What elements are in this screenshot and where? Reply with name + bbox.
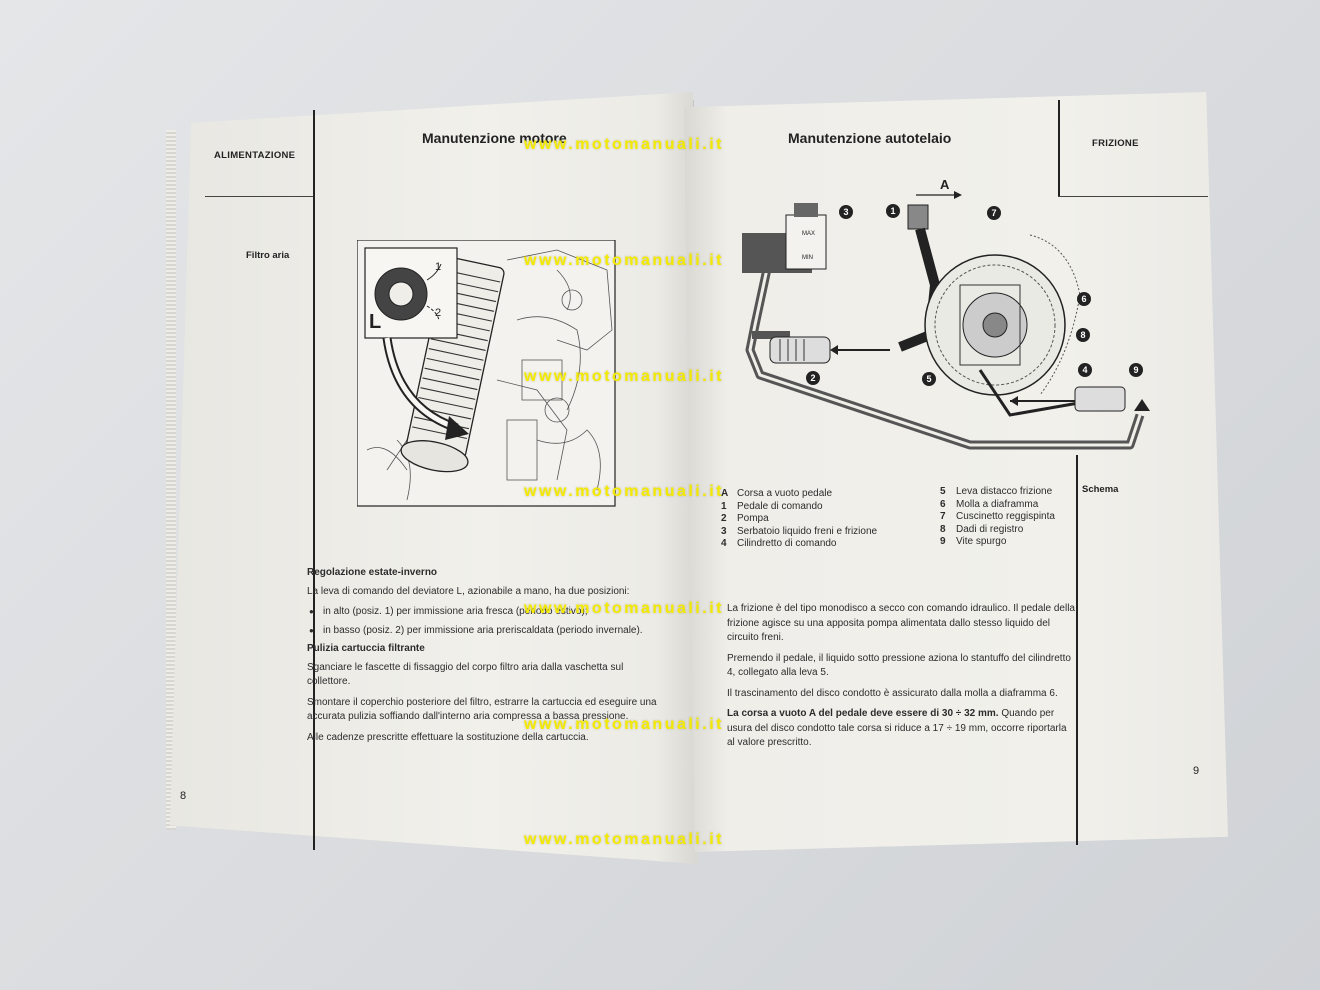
legend-item: 7 Cuscinetto reggispinta — [940, 511, 1070, 524]
figure-label-pos2: 2 — [435, 307, 441, 319]
legend-number: 5 — [940, 486, 946, 497]
legend-label: Cuscinetto reggispinta — [956, 511, 1055, 523]
left-page-section-rule — [205, 196, 313, 197]
figure-label-A: A — [940, 177, 950, 192]
watermark-text: www.motomanuali.it — [524, 368, 724, 385]
legend-number: 2 — [721, 513, 727, 525]
heading-summer-winter: Regolazione estate-inverno — [307, 567, 438, 578]
legend-number: 3 — [721, 525, 727, 537]
watermark-text: www.motomanuali.it — [524, 716, 724, 733]
legend-item: A Corsa a vuoto pedale — [721, 488, 931, 501]
legend-label: Pompa — [737, 513, 769, 525]
right-page-header-title: Manutenzione autotelaio — [788, 130, 952, 146]
legend-item: 3 Serbatoio liquido freni e frizione — [721, 526, 931, 539]
legend-number: 8 — [940, 523, 946, 535]
left-page-side-label: Filtro aria — [246, 250, 290, 261]
right-page-number: 9 — [1193, 765, 1200, 777]
legend-label: Dadi di registro — [956, 523, 1024, 535]
figure-label-lever: L — [369, 311, 381, 333]
legend-label: Corsa a vuoto pedale — [737, 488, 833, 499]
legend-item: 2 Pompa — [721, 513, 931, 526]
watermark-text: www.motomanuali.it — [524, 831, 724, 848]
watermark-text: www.motomanuali.it — [524, 252, 724, 269]
figure-label-min: MIN — [802, 255, 813, 261]
bullet-winter: in basso (posiz. 2) per immissione aria … — [307, 624, 665, 639]
legend-number: 6 — [940, 498, 946, 510]
svg-text:6: 6 — [1081, 294, 1086, 304]
figure-label-pos1: 1 — [435, 261, 441, 273]
left-page-body: Regolazione estate-inverno La leva di co… — [307, 562, 665, 751]
left-page-column-rule — [313, 110, 315, 850]
free-travel-note: Quando per usura del disco condotto tale… — [727, 708, 1067, 748]
paragraph-replace-cartridge: Alle cadenze prescritte effettuare la so… — [307, 731, 589, 743]
paragraph-lever-positions: La leva di comando del deviatore L, azio… — [307, 585, 630, 597]
legend-item: 4 Cilindretto di comando — [721, 538, 931, 551]
watermark-text: www.motomanuali.it — [524, 136, 724, 153]
legend-label: Leva distacco frizione — [956, 486, 1053, 497]
legend-item: 5 Leva distacco frizione — [940, 486, 1070, 499]
legend-number: 9 — [940, 536, 946, 548]
paragraph-free-travel: La corsa a vuoto A del pedale deve esser… — [727, 707, 1077, 751]
legend-right-column: 5 Leva distacco frizione 6 Molla a diafram… — [940, 486, 1070, 549]
svg-text:8: 8 — [1080, 330, 1085, 340]
legend-item: 1 Pedale di comando — [721, 501, 931, 514]
legend-label: Serbatoio liquido freni e frizione — [737, 525, 878, 537]
legend-item: 8 Dadi di registro — [940, 524, 1070, 537]
paragraph-pedal-pressure: Premendo il pedale, il liquido sotto pre… — [727, 652, 1071, 679]
paragraph-disc-drive: Il trascinamento del disco condotto è as… — [727, 687, 1058, 699]
right-page-column-rule — [1076, 455, 1078, 845]
clutch-schematic: MAX MIN A 3 1 7 6 8 2 5 4 9 — [742, 177, 1150, 450]
legend-item: 9 Vite spurgo — [940, 536, 1070, 549]
legend-label: Vite spurgo — [956, 536, 1007, 548]
legend-label: Cilindretto di comando — [737, 538, 837, 550]
legend-number: 4 — [721, 538, 727, 550]
svg-text:2: 2 — [810, 373, 815, 383]
svg-text:3: 3 — [843, 207, 848, 217]
paragraph-remove-cover: Smontare il coperchio posteriore del fil… — [307, 696, 657, 723]
legend-number: A — [721, 488, 729, 499]
watermark-text: www.motomanuali.it — [524, 483, 724, 500]
air-filter-illustration: 1 2 L — [357, 240, 616, 507]
free-travel-spec: La corsa a vuoto A del pedale deve esser… — [727, 708, 999, 719]
legend-item: 6 Molla a diaframma — [940, 499, 1070, 512]
paragraph-unhook-clips: Sganciare le fascette di fissaggio del c… — [307, 661, 624, 688]
legend-label: Molla a diaframma — [956, 498, 1039, 510]
svg-text:1: 1 — [890, 206, 895, 216]
left-page-header-title: Manutenzione motore — [422, 130, 567, 146]
svg-text:9: 9 — [1133, 365, 1138, 375]
page-edges — [166, 130, 176, 830]
right-page-body: La frizione è del tipo monodisco a secco… — [727, 602, 1077, 757]
left-page-section-label: ALIMENTAZIONE — [214, 150, 296, 161]
legend-left-column: A Corsa a vuoto pedale 1 Pedale di comando… — [721, 488, 931, 551]
watermark-text: www.motomanuali.it — [524, 600, 724, 617]
right-page-header-rule — [1058, 100, 1060, 196]
left-page-number: 8 — [180, 790, 187, 802]
legend-label: Pedale di comando — [737, 500, 823, 512]
figure-label-max: MAX — [802, 231, 815, 237]
right-page-section-label: FRIZIONE — [1092, 138, 1139, 149]
paragraph-clutch-type: La frizione è del tipo monodisco a secco… — [727, 603, 1075, 643]
bullet-summer: in alto (posiz. 1) per immissione aria f… — [307, 605, 665, 620]
svg-text:7: 7 — [991, 208, 996, 218]
svg-text:4: 4 — [1082, 365, 1087, 375]
right-page-section-rule — [1058, 196, 1208, 197]
legend-number: 7 — [940, 511, 946, 523]
legend-number: 1 — [721, 500, 727, 512]
heading-filter-cleaning: Pulizia cartuccia filtrante — [307, 643, 425, 654]
right-page-side-label: Schema — [1082, 484, 1119, 495]
right-page — [684, 92, 1228, 852]
svg-text:5: 5 — [926, 374, 931, 384]
